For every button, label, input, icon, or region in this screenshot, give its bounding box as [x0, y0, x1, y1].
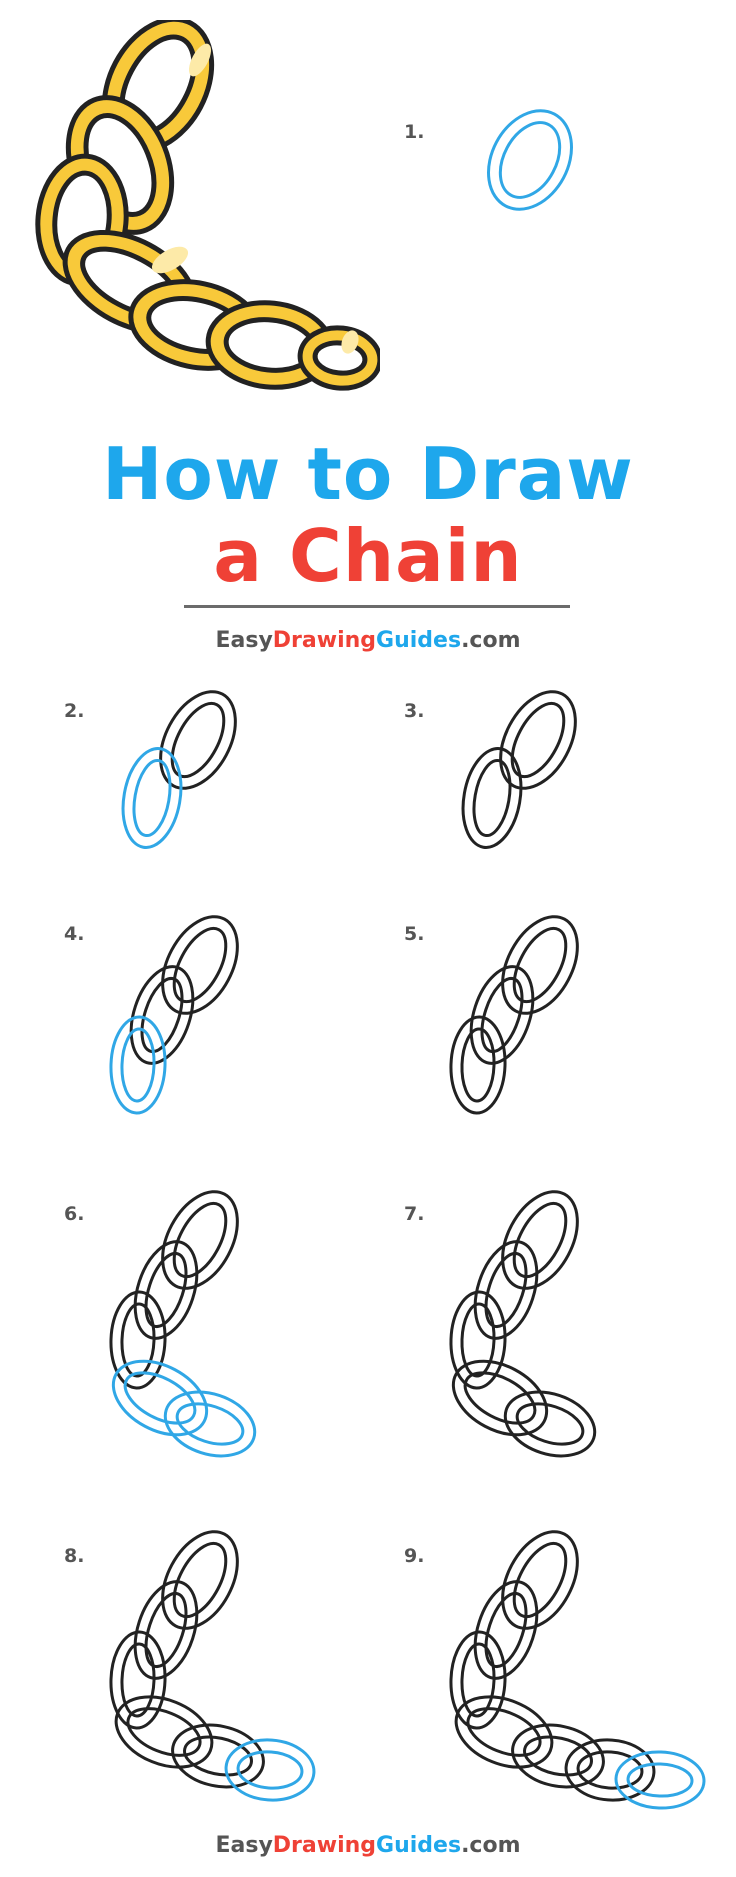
step-4-drawing	[109, 915, 239, 1115]
brand-easy: Easy	[215, 1833, 273, 1858]
step-number: 1.	[404, 121, 425, 143]
step-number: 9.	[404, 1545, 425, 1567]
brand-easy: Easy	[215, 628, 273, 653]
step-number: 7.	[404, 1203, 425, 1225]
step-3-drawing	[461, 690, 577, 849]
step-7-drawing	[449, 1190, 597, 1458]
brand-drawing: Drawing	[272, 1833, 377, 1858]
title-divider	[184, 605, 570, 608]
page-title-line-2: a Chain	[213, 514, 523, 598]
step-number: 8.	[64, 1545, 85, 1567]
brand-com: .com	[461, 628, 521, 653]
step-9-drawing	[449, 1530, 706, 1810]
step-2-drawing	[121, 690, 237, 849]
step-number: 6.	[64, 1203, 85, 1225]
step-number: 4.	[64, 923, 85, 945]
brand-guides: Guides	[376, 628, 462, 653]
brand-drawing: Drawing	[272, 628, 377, 653]
finished-chain-illustration	[35, 20, 380, 391]
step-6-drawing	[109, 1190, 257, 1458]
brand-logo-bottom[interactable]: EasyDrawingGuides.com	[0, 1833, 736, 1858]
brand-guides: Guides	[376, 1833, 462, 1858]
step-1-drawing	[487, 109, 573, 211]
page-title-line-1: How to Draw	[102, 432, 634, 516]
step-5-drawing	[449, 915, 579, 1115]
step-number: 2.	[64, 700, 85, 722]
brand-logo-top[interactable]: EasyDrawingGuides.com	[0, 628, 736, 653]
step-8-drawing	[109, 1530, 316, 1802]
brand-com: .com	[461, 1833, 521, 1858]
step-number: 3.	[404, 700, 425, 722]
step-number: 5.	[404, 923, 425, 945]
